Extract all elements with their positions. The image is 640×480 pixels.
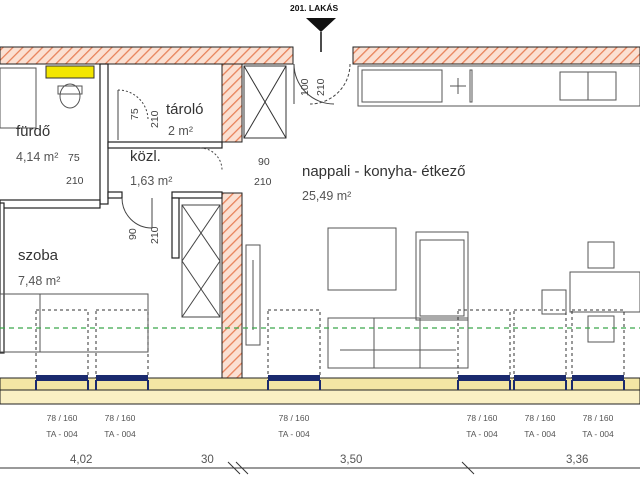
dining-set (541, 241, 640, 343)
sofa (327, 227, 469, 369)
wardrobe (181, 204, 221, 318)
window-type: TA - 004 (104, 429, 136, 439)
yellow-accent (45, 65, 95, 79)
window-frames (35, 380, 625, 390)
window-size: 78 / 160 (466, 413, 498, 423)
room-area-kozl: 1,63 m² (130, 174, 173, 188)
door-dim-75-storage: 75 (129, 108, 141, 120)
window-size: 78 / 160 (104, 413, 136, 423)
room-name-szoba: szoba (18, 247, 59, 264)
room-name-tarolo: tároló (166, 101, 204, 118)
bottom-dim-3: 3,50 (340, 454, 363, 466)
shaft (243, 65, 287, 139)
window-openings (35, 309, 625, 381)
entrance-arrow (306, 18, 336, 32)
door-dim-210-bath: 210 (66, 175, 84, 187)
dimension-ticks (227, 461, 475, 475)
windows (36, 375, 624, 381)
window-size: 78 / 160 (582, 413, 614, 423)
bottom-dim-1: 4,02 (70, 454, 93, 466)
interior-wall-upper (221, 63, 243, 143)
window-type: TA - 004 (582, 429, 614, 439)
apartment-label: 201. LAKÁS (290, 3, 339, 13)
window-type: TA - 004 (524, 429, 556, 439)
interior-wall-lower (221, 192, 243, 379)
window-type: TA - 004 (278, 429, 310, 439)
tv-unit (245, 244, 261, 346)
door-swings (117, 63, 351, 229)
door-dim-210-storage: 210 (149, 110, 161, 128)
bottom-dim-2: 30 (201, 454, 214, 466)
room-name-furdo: fürdő (16, 123, 51, 140)
door-dim-210-hall: 210 (254, 176, 272, 188)
bottom-dim-4: 3,36 (566, 454, 589, 466)
window-size: 78 / 160 (46, 413, 78, 423)
room-area-nappali: 25,49 m² (302, 189, 352, 203)
door-dim-90-hall: 90 (258, 156, 270, 168)
partitions (0, 63, 223, 354)
door-dim-100-entrance: 100 (299, 78, 311, 96)
bottom-wall-inner (0, 389, 640, 405)
window-size: 78 / 160 (278, 413, 310, 423)
room-area-tarolo: 2 m² (168, 124, 193, 138)
room-name-kozl: közl. (130, 148, 161, 165)
room-area-furdo: 4,14 m² (16, 150, 59, 164)
kitchen-counter (357, 65, 640, 107)
top-wall-right (352, 46, 640, 65)
room-area-szoba: 7,48 m² (18, 274, 61, 288)
bathroom-fixtures (0, 67, 83, 129)
room-name-nappali: nappali - konyha- étkező (302, 163, 466, 180)
bed (0, 293, 149, 353)
window-type: TA - 004 (46, 429, 78, 439)
top-wall-left (0, 46, 294, 65)
window-size: 78 / 160 (524, 413, 556, 423)
door-dim-210-entrance: 210 (315, 78, 327, 96)
door-dim-210-bedroom: 210 (149, 226, 161, 244)
window-type: TA - 004 (466, 429, 498, 439)
door-dim-90-bedroom: 90 (127, 228, 139, 240)
door-dim-75-bath: 75 (68, 152, 80, 164)
